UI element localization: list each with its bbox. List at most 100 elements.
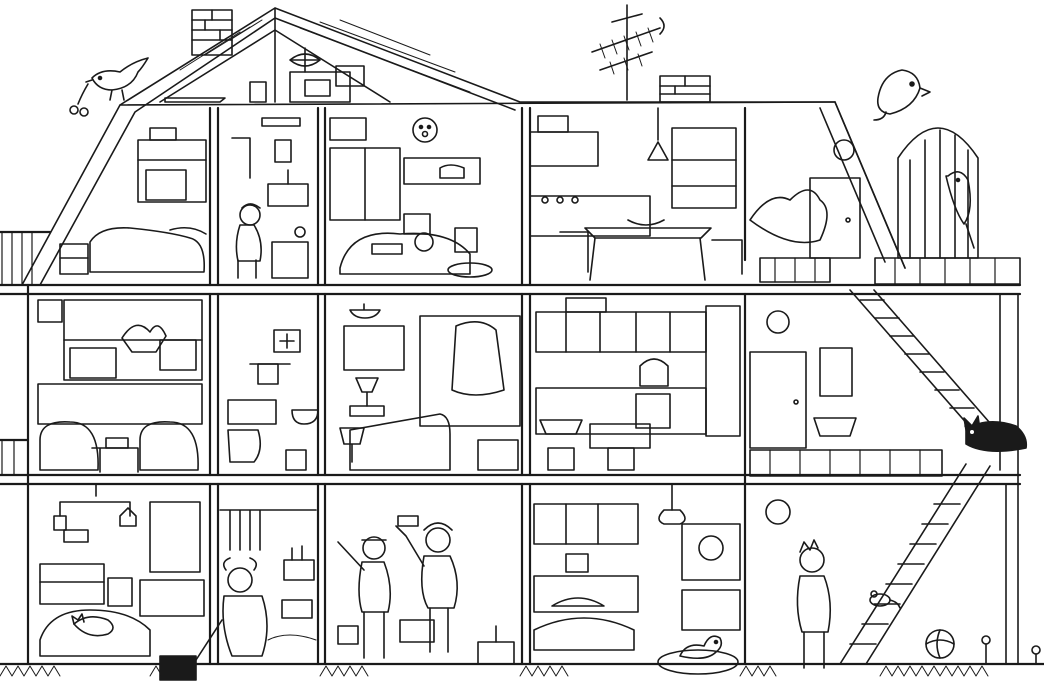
room-top-kitchen: [529, 107, 743, 281]
room-ground-hallway: [765, 499, 832, 669]
birdcage-icon: [897, 127, 979, 259]
balcony-top: [749, 139, 1021, 285]
ceiling-lamp-icon: [349, 303, 381, 319]
room-middle-living: [37, 299, 203, 473]
stool-icon: [454, 227, 478, 253]
chair-icon: [107, 577, 133, 607]
bread-icon: [551, 597, 605, 607]
room-middle-hallway: [749, 310, 943, 477]
paint-roller-icon: [395, 525, 425, 567]
window-icon: [149, 501, 201, 573]
dresser-icon: [39, 563, 105, 605]
bucket-icon: [477, 641, 515, 665]
bush-icon: [749, 189, 828, 244]
plate-icon: [698, 535, 724, 561]
sideboard-icon: [37, 383, 203, 425]
shelf-icon: [403, 157, 481, 185]
chimney-icon: [191, 9, 233, 56]
bed-icon: [89, 226, 206, 273]
house-walls: [0, 106, 1044, 666]
dress-icon: [451, 321, 505, 396]
coffee-table-icon: [91, 447, 139, 473]
towel-icon: [257, 363, 279, 385]
chair-icon: [59, 243, 89, 275]
bird-icon: [69, 57, 149, 117]
room-top-bedroom-2: [329, 117, 493, 278]
shelf-icon: [137, 139, 207, 203]
basket-icon: [271, 241, 309, 279]
picture-frame-icon: [565, 553, 589, 573]
armchair-icon: [39, 421, 99, 471]
bed-icon: [349, 413, 451, 471]
oven-icon: [635, 393, 671, 429]
girl-figure: [235, 203, 262, 279]
room-ground-bathroom: [159, 509, 317, 681]
crib-icon: [139, 579, 205, 617]
grass: [0, 665, 989, 677]
wall-lamp-icon: [766, 310, 790, 334]
room-ground-painters: [337, 515, 515, 665]
room-top-bedroom: [59, 127, 207, 275]
tv-antenna-icon: [591, 4, 665, 101]
wall-lamp-icon: [765, 499, 791, 525]
wall-lamp-icon: [833, 139, 855, 161]
basket-icon: [813, 417, 857, 437]
dresser-icon: [671, 127, 737, 209]
counter-icon: [533, 575, 639, 613]
lamp-icon: [647, 141, 669, 161]
parrot-icon: [945, 171, 975, 249]
boy-figure: [796, 539, 832, 669]
bathtub-icon: [227, 399, 277, 425]
chair-icon: [559, 231, 589, 273]
mobile-icon: [59, 501, 131, 517]
room-ground-kitchen: [533, 483, 741, 651]
cup-icon: [283, 559, 315, 581]
radio-icon: [329, 117, 367, 141]
painter-figure: [337, 536, 392, 659]
cupboard-icon: [529, 131, 599, 167]
aquarium-icon: [69, 347, 117, 379]
paintbrush-icon: [337, 541, 365, 571]
staircase-icon: [849, 289, 1011, 451]
sled-icon: [164, 97, 226, 103]
room-ground-nursery: [39, 483, 205, 657]
counter-icon: [535, 387, 707, 435]
lawnmower-icon: [159, 619, 223, 681]
toilet-icon: [227, 429, 262, 463]
attic-contents: [164, 47, 365, 103]
stove-icon: [529, 195, 651, 237]
ball-icon: [925, 629, 955, 659]
door-icon: [749, 351, 807, 449]
room-top-bathroom: [231, 117, 309, 279]
armchair-icon: [139, 421, 199, 471]
staircase-icon: [839, 463, 991, 665]
first-aid-icon: [273, 329, 301, 353]
picture-frame-icon: [819, 347, 853, 397]
mirror-icon: [274, 139, 292, 163]
table-icon: [589, 423, 651, 449]
lamp-icon: [355, 377, 379, 407]
dresser-icon: [681, 523, 741, 581]
wardrobe-icon: [419, 315, 521, 427]
table-icon: [533, 617, 635, 651]
fence: [1, 231, 33, 476]
room-middle-bedroom: [339, 303, 521, 471]
plant-icon: [121, 324, 167, 353]
cat-icon: [963, 415, 1028, 452]
fridge-icon: [705, 305, 741, 437]
room-middle-kitchen: [535, 297, 741, 471]
stool-icon: [547, 447, 575, 471]
room-middle-bathroom: [227, 329, 319, 471]
table-icon: [584, 227, 712, 239]
tv-icon: [159, 339, 197, 371]
bowl-icon: [627, 219, 665, 226]
cat-icon: [71, 613, 114, 637]
rug-icon: [447, 262, 493, 278]
paint-bucket-icon: [337, 625, 359, 645]
clock-icon: [37, 299, 63, 323]
basket-icon: [539, 419, 583, 435]
mouse-icon: [869, 590, 901, 609]
toy-dog-icon: [439, 164, 465, 179]
woman-figure: [222, 557, 268, 657]
paint-bucket-icon: [399, 619, 435, 643]
